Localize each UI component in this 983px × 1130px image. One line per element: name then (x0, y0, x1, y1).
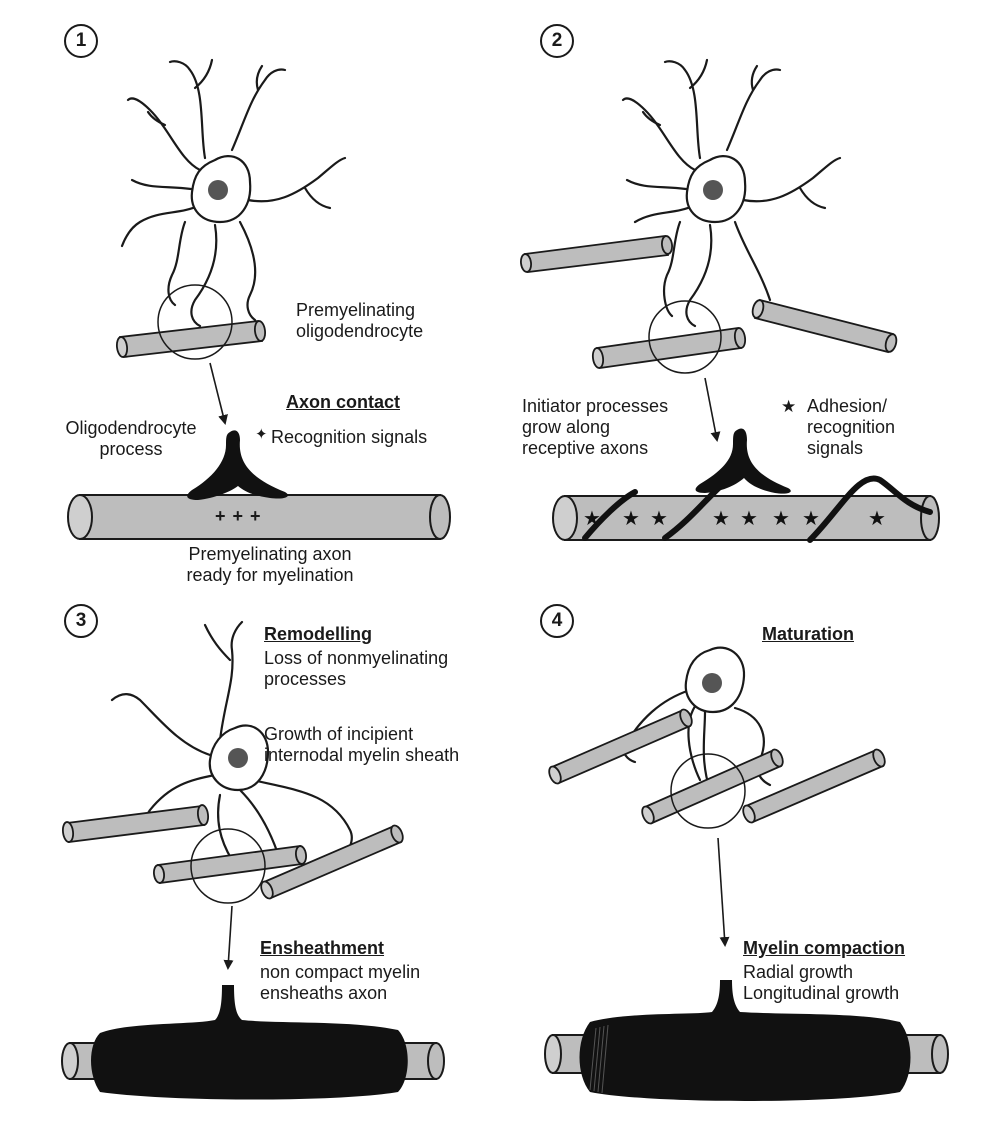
adhesion-recognition-label: Adhesion/ recognition signals (807, 396, 896, 458)
panel-number-3: 3 (64, 604, 98, 638)
svg-text:★: ★ (802, 506, 820, 530)
arrow-1 (209, 362, 228, 425)
recognition-plus-marks: + + + (215, 506, 262, 526)
maturation-heading: Maturation (762, 624, 854, 644)
myelinated-axon-3 (61, 985, 445, 1100)
panel-2-artwork: ★ ★ ★ ★ ★ ★ ★ ★ (520, 58, 940, 543)
premyelinating-axon-caption: Premyelinating axon ready for myelinatio… (186, 544, 354, 585)
axon-small-2b (751, 298, 898, 354)
axon-small-2a (520, 234, 673, 273)
remodelling-text: Loss of nonmyelinating processes (264, 648, 449, 689)
axon-small-2c (591, 326, 747, 370)
arrow-4 (717, 837, 730, 947)
axon-small-3a (61, 804, 210, 844)
oligodendrocyte-1 (120, 58, 347, 328)
initiator-processes-label: Initiator processes grow along receptive… (522, 396, 669, 458)
panel-1-artwork (67, 58, 451, 540)
ensheathment-heading: Ensheathment (260, 938, 385, 958)
axon-large-2 (552, 495, 940, 541)
axon-contact-heading: Axon contact (286, 392, 401, 412)
svg-text:★: ★ (622, 506, 640, 530)
recognition-signal-symbol: ✦ (255, 426, 268, 443)
axon-small-4c (742, 748, 886, 824)
axon-large-1 (67, 494, 451, 540)
svg-text:★: ★ (583, 506, 601, 530)
zoom-circle-3 (190, 828, 266, 904)
axon-small-1 (115, 320, 267, 358)
remodelling-heading: Remodelling (264, 624, 373, 644)
premyelinating-oligodendrocyte-label: Premyelinating oligodendrocyte (296, 300, 424, 341)
arrow-2 (704, 377, 721, 442)
svg-text:★: ★ (772, 506, 790, 530)
panel-number-2: 2 (540, 24, 574, 58)
process-foot-2 (695, 428, 791, 494)
panel-number-4: 4 (540, 604, 574, 638)
panel-number-1: 1 (64, 24, 98, 58)
svg-text:★: ★ (650, 506, 668, 530)
myelinated-axon-4 (544, 980, 949, 1101)
ensheathment-text: non compact myelin ensheaths axon (260, 962, 421, 1003)
oligodendrocyte-process-label: Oligodendrocyte process (65, 418, 197, 459)
arrow-3 (223, 905, 234, 970)
zoom-circle-1 (157, 284, 233, 360)
nucleus-4 (702, 673, 722, 693)
panel-3-artwork (61, 620, 445, 1100)
recognition-signals-label: Recognition signals (271, 427, 428, 447)
panel-4-artwork (544, 646, 949, 1101)
process-foot-1 (187, 430, 288, 500)
svg-text:★: ★ (712, 506, 730, 530)
axon-small-3c (260, 824, 404, 900)
adhesion-stars: ★ ★ ★ ★ ★ ★ ★ ★ (583, 506, 886, 530)
axon-small-4b (641, 748, 784, 825)
nucleus-1 (208, 180, 228, 200)
adhesion-star-symbol: ★ (781, 397, 797, 416)
nucleus-3 (228, 748, 248, 768)
nucleus-2 (703, 180, 723, 200)
svg-text:★: ★ (868, 506, 886, 530)
zoom-circle-4 (670, 753, 746, 829)
axon-small-3b (153, 844, 307, 885)
growth-text: Growth of incipient internodal myelin sh… (264, 724, 460, 765)
oligodendrocyte-2 (621, 58, 842, 328)
axon-small-4a (548, 708, 693, 785)
myelin-compaction-text: Radial growth Longitudinal growth (743, 962, 900, 1003)
myelin-compaction-heading: Myelin compaction (743, 938, 906, 958)
svg-text:★: ★ (740, 506, 758, 530)
zoom-circle-2 (648, 300, 722, 374)
